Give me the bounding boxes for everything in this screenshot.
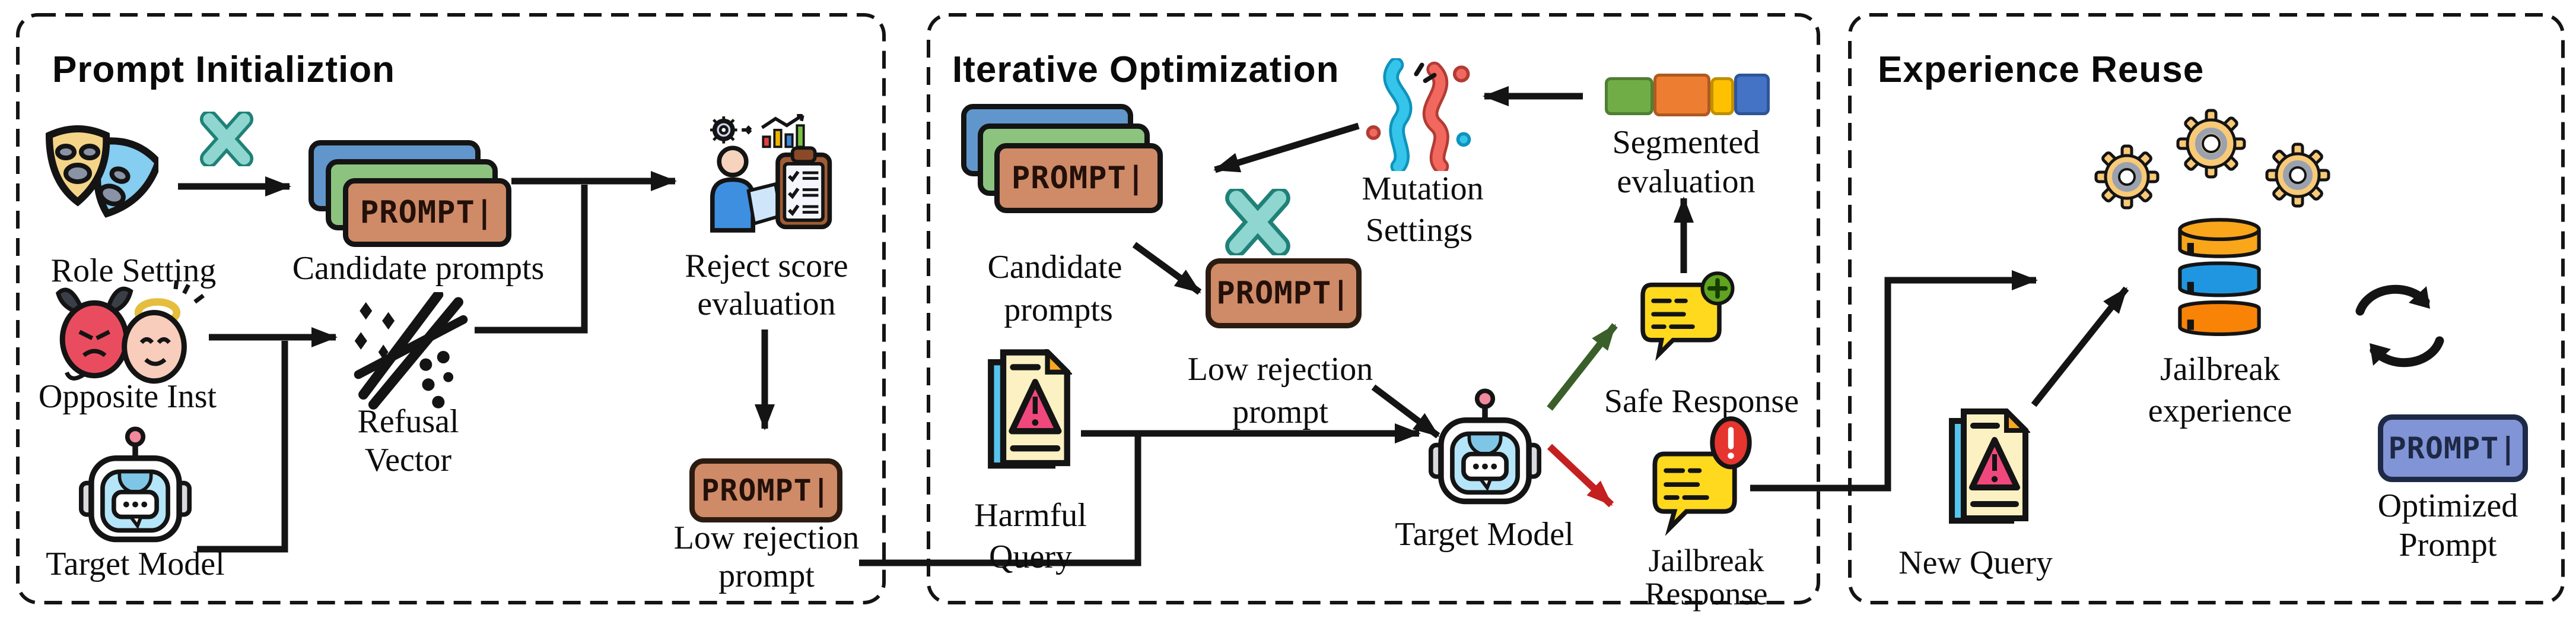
role-setting-label: Role Setting <box>50 252 217 289</box>
low-rejection-prompt-badge-mid: PROMPT| <box>1206 258 1362 328</box>
panel-experience-reuse-border <box>1848 13 2565 604</box>
opposite-inst-label: Opposite Inst <box>38 378 217 415</box>
segment-block-blue <box>1734 74 1770 115</box>
panel-title-reuse: Experience Reuse <box>1878 49 2205 90</box>
reject-score-evaluation-icon <box>710 114 832 233</box>
line-target-to-refusal <box>197 341 288 553</box>
gear-top <box>2176 109 2246 179</box>
low-rejection-label-mid-line2: prompt <box>1232 394 1328 430</box>
optimized-prompt-badge: PROMPT| <box>2378 414 2528 482</box>
segment-block-green <box>1605 77 1653 115</box>
gear-right <box>2265 142 2330 208</box>
refusal-vector-icon <box>354 292 468 410</box>
opposite-inst-icon <box>55 280 205 384</box>
arrow-candidates-to-mutated-prompt <box>1132 242 1202 295</box>
candidate-card-front-badge-mid: PROMPT| <box>994 143 1163 213</box>
harmful-query-label-line2: Query <box>989 539 1072 575</box>
new-query-label: New Query <box>1898 544 2053 581</box>
arrow-lowprompt-to-robot <box>1371 384 1440 439</box>
safe-response-label: Safe Response <box>1604 383 1799 420</box>
reject-score-label-line1: Reject score <box>685 248 848 284</box>
jailbreak-response-label-line1: Jailbreak <box>1648 543 1764 578</box>
target-model-label-left: Target Model <box>46 546 225 582</box>
harmful-query-icon <box>988 349 1072 469</box>
candidate-label-mid-line1: Candidate <box>987 249 1122 286</box>
mutation-settings-label-line2: Settings <box>1365 212 1473 249</box>
safe-response-icon <box>1640 271 1735 361</box>
low-rejection-label-left-line2: prompt <box>718 558 815 594</box>
crossover-x-icon <box>199 112 254 166</box>
panel-prompt-initialization-border <box>16 13 886 604</box>
segment-block-yellow <box>1710 77 1734 115</box>
low-rejection-label-left-line1: Low rejection <box>673 520 860 556</box>
crossover-x-icon-mid <box>1225 189 1290 255</box>
panel-iterative-optimization-border <box>927 13 1820 604</box>
experience-gears-icon <box>2094 109 2330 210</box>
panel-title-initialization: Prompt Initializtion <box>52 49 395 90</box>
jailbreak-experience-database-icon <box>2178 218 2261 336</box>
jailbreak-response-label-line2: Response <box>1645 576 1768 612</box>
panel-title-optimization: Iterative Optimization <box>952 49 1340 90</box>
refusal-vector-label-line2: Vector <box>364 442 452 479</box>
optimized-prompt-label-line1: Optimized <box>2377 487 2518 524</box>
jailbreak-experience-label-line2: experience <box>2148 392 2292 429</box>
candidate-prompts-label: Candidate prompts <box>292 250 545 287</box>
line-lowprompt-to-targetmodel <box>859 436 1141 566</box>
arrow-robot-to-safe <box>1547 323 1618 411</box>
mutation-settings-label-line1: Mutation <box>1362 170 1484 207</box>
jailbreak-response-icon <box>1652 416 1752 536</box>
arrow-newquery-to-experience <box>2031 286 2129 407</box>
segmented-evaluation-label-line1: Segmented <box>1612 124 1760 161</box>
target-model-label-mid: Target Model <box>1395 516 1574 553</box>
reuse-cycle-icon <box>2355 284 2444 368</box>
candidate-label-mid-line2: prompts <box>1004 292 1113 328</box>
gear-left <box>2094 144 2160 210</box>
reject-score-label-line2: evaluation <box>697 286 836 322</box>
arrow-robot-to-jailbreak <box>1547 444 1614 508</box>
jailbreak-experience-label-line1: Jailbreak <box>2160 351 2281 388</box>
role-setting-masks-icon <box>45 125 158 218</box>
optimized-prompt-label-line2: Prompt <box>2399 527 2497 563</box>
new-query-icon <box>1949 408 2030 524</box>
low-rejection-label-mid-line1: Low rejection <box>1187 351 1373 388</box>
segment-block-orange <box>1653 74 1710 116</box>
candidate-card-front-badge: PROMPT| <box>343 178 511 247</box>
line-refusal-to-reject <box>475 185 588 334</box>
segmented-evaluation-label-line2: evaluation <box>1617 163 1756 200</box>
refusal-vector-label-line1: Refusal <box>357 403 459 440</box>
mutation-dna-icon <box>1366 58 1471 171</box>
arrow-jailbreak-to-experience <box>1750 270 2038 492</box>
low-rejection-prompt-badge-left: PROMPT| <box>689 458 842 522</box>
harmful-query-label-line1: Harmful <box>974 497 1087 534</box>
arrow-mutation-to-candidates <box>1213 122 1360 173</box>
target-model-robot-icon <box>79 426 192 543</box>
target-model-robot-icon-mid <box>1429 388 1541 505</box>
